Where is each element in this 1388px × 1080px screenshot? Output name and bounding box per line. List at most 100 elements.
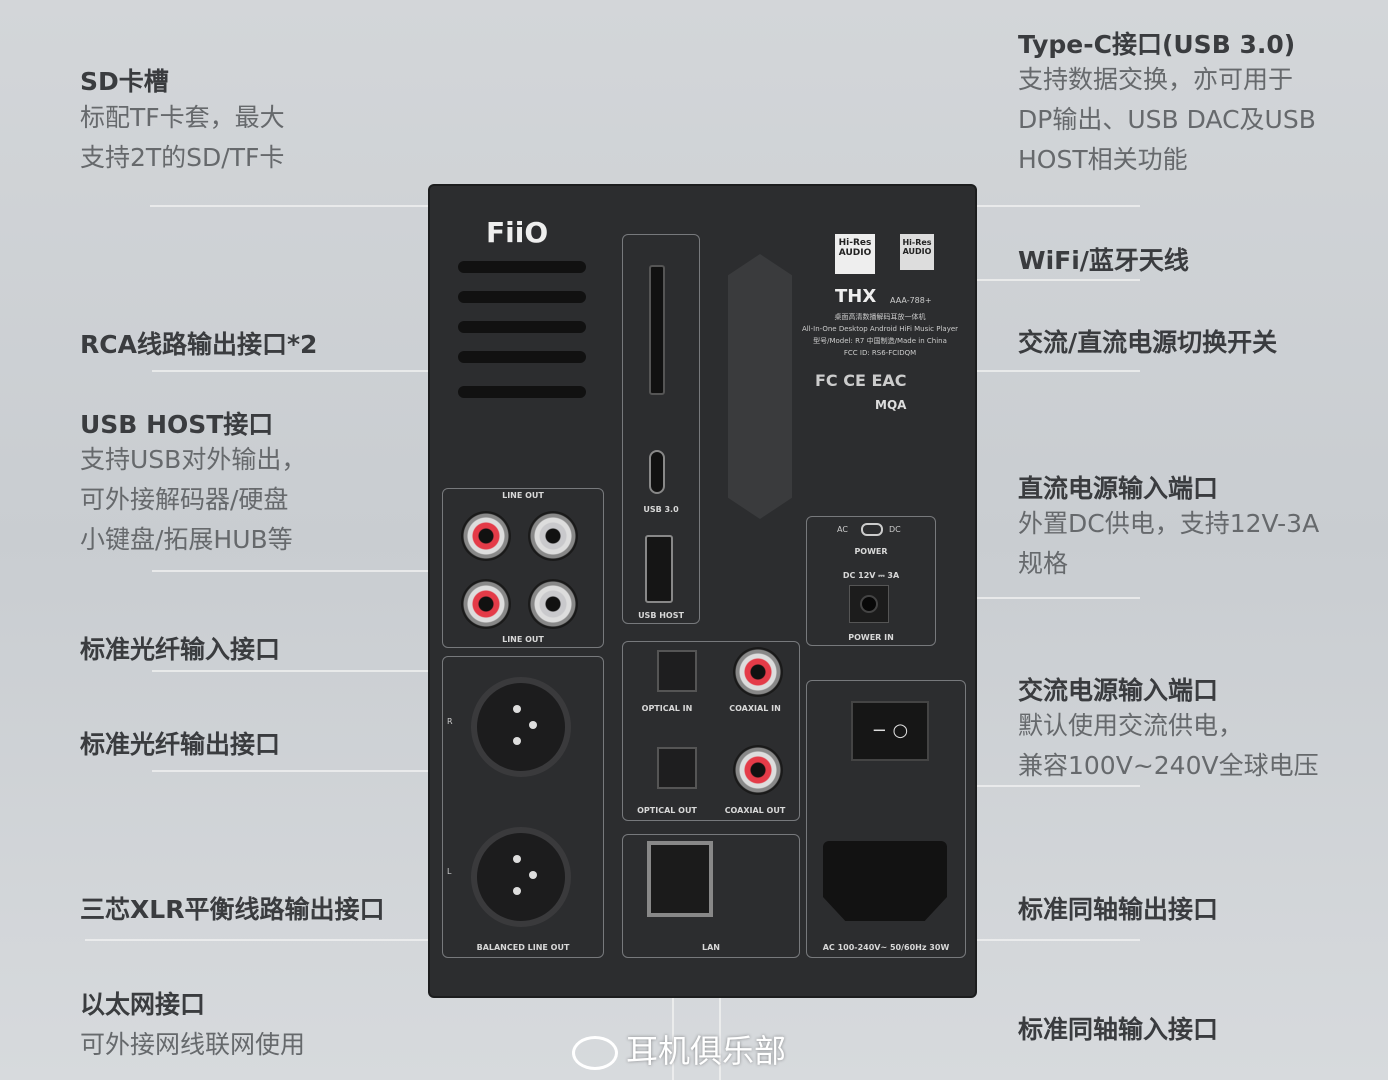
coaxial-out-port[interactable] xyxy=(733,745,783,795)
xlr-l-port[interactable] xyxy=(471,827,571,927)
ac-iec-socket[interactable] xyxy=(823,841,947,921)
desc-line: 兼容100V~240V全球电压 xyxy=(1018,751,1319,780)
label-ac-dc-switch: 交流/直流电源切换开关 xyxy=(1018,328,1278,357)
optical-in-label: OPTICAL IN xyxy=(641,704,693,713)
desc-line: 小键盘/拓展HUB等 xyxy=(80,525,293,554)
label-optical-in: 标准光纤输入接口 xyxy=(80,635,281,664)
hires-text: Hi-Res xyxy=(838,238,872,248)
desc-usb-host: 支持USB对外输出， 可外接解码器/硬盘小键盘/拓展HUB等 xyxy=(80,440,306,560)
r-label: R xyxy=(447,717,453,726)
desc-line: 规格 xyxy=(1018,549,1069,578)
vent xyxy=(458,386,586,398)
desc-sd-slot: 标配TF卡套，最大支持2T的SD/TF卡 xyxy=(80,98,285,178)
cert-marks: FC CE EAC xyxy=(815,371,907,390)
optical-out-label: OPTICAL OUT xyxy=(637,806,697,815)
desc-line: 支持USB对外输出， xyxy=(80,445,307,474)
desc-line: HOST相关功能 xyxy=(1018,145,1188,174)
coaxial-in-port[interactable] xyxy=(733,647,783,697)
line-out-label: LINE OUT xyxy=(502,491,544,500)
label-ac-input: 交流电源输入端口 xyxy=(1018,676,1219,705)
sd-card-slot[interactable] xyxy=(649,265,665,395)
label-ethernet: 以太网接口 xyxy=(80,990,206,1019)
desc-ethernet: 可外接网线联网使用 xyxy=(80,1025,305,1065)
label-rca: RCA线路输出接口*2 xyxy=(80,330,318,359)
mqa-logo: MQA xyxy=(875,398,907,412)
hires-audio: AUDIO xyxy=(902,247,932,256)
hires-audio: AUDIO xyxy=(838,248,872,258)
antenna xyxy=(728,254,792,519)
desc-line: 外置DC供电，支持12V-3A xyxy=(1018,509,1320,538)
lan-port[interactable] xyxy=(647,841,713,917)
optical-in-port[interactable] xyxy=(657,650,697,692)
vent xyxy=(458,261,586,273)
label-xlr: 三芯XLR平衡线路输出接口 xyxy=(80,895,385,924)
rca-line-out-r2[interactable] xyxy=(461,579,511,629)
label-coaxial-out: 标准同轴输出接口 xyxy=(1018,895,1219,924)
vent xyxy=(458,321,586,333)
usb-host-label: USB HOST xyxy=(638,611,684,620)
label-type-c: Type-C接口(USB 3.0) xyxy=(1018,30,1296,59)
desc-ac-input: 默认使用交流供电， 兼容100V~240V全球电压 xyxy=(1018,706,1319,786)
desc-line: 支持2T的SD/TF卡 xyxy=(80,143,285,172)
label-antenna: WiFi/蓝牙天线 xyxy=(1018,246,1189,275)
label-usb-host: USB HOST接口 xyxy=(80,410,274,439)
thx-code: AAA-788+ xyxy=(890,296,932,305)
label-coaxial-in: 标准同轴输入接口 xyxy=(1018,1015,1219,1044)
usb30-label: USB 3.0 xyxy=(643,505,679,514)
dc-input-jack[interactable] xyxy=(849,585,889,623)
rca-line-out-l2[interactable] xyxy=(528,579,578,629)
coaxial-in-label: COAXIAL IN xyxy=(729,704,781,713)
desc-line: 支持数据交换，亦可用于 xyxy=(1018,65,1294,94)
usb-host-port[interactable] xyxy=(645,535,673,603)
dc-rating: DC 12V ⎓ 3A xyxy=(842,571,900,580)
usb-c-port[interactable] xyxy=(649,450,665,494)
dc-label: DC xyxy=(889,525,901,534)
xlr-r-port[interactable] xyxy=(471,677,571,777)
power-rocker-switch[interactable]: − ○ xyxy=(851,701,929,761)
vent xyxy=(458,351,586,363)
ac-rating: AC 100-240V~ 50/60Hz 30W xyxy=(822,943,950,952)
balanced-panel: R L BALANCED LINE OUT xyxy=(442,656,604,958)
desc-line: 可外接网线联网使用 xyxy=(80,1030,306,1059)
info-line: 型号/Model: R7 中国制造/Made in China xyxy=(813,337,947,345)
label-sd-slot: SD卡槽 xyxy=(80,67,169,96)
balanced-label: BALANCED LINE OUT xyxy=(476,943,570,952)
rca-line-out-r1[interactable] xyxy=(461,511,511,561)
l-label: L xyxy=(447,867,452,876)
power-label: POWER xyxy=(854,547,888,556)
digital-io-panel: OPTICAL IN COAXIAL IN OPTICAL OUT COAXIA… xyxy=(622,641,800,821)
watermark-text: 耳机俱乐部 xyxy=(626,1032,787,1070)
desc-line: 标配TF卡套，最大 xyxy=(80,103,285,132)
thx-logo: THX xyxy=(835,286,877,307)
desc-line: 可外接解码器/硬盘 xyxy=(80,485,289,514)
power-in-label: POWER IN xyxy=(848,633,894,642)
vent xyxy=(458,291,586,303)
ac-panel: − ○ AC 100-240V~ 50/60Hz 30W xyxy=(806,680,966,958)
line-out-label: LINE OUT xyxy=(502,635,544,644)
info-line: FCC ID: RS6-FCIDQM xyxy=(843,349,917,357)
label-dc-input: 直流电源输入端口 xyxy=(1018,474,1219,503)
coaxial-out-label: COAXIAL OUT xyxy=(724,806,786,815)
lan-label: LAN xyxy=(702,943,720,952)
rca-line-out-l1[interactable] xyxy=(528,511,578,561)
fiio-logo: FiiO xyxy=(486,216,549,249)
desc-dc-input: 外置DC供电，支持12V-3A 规格 xyxy=(1018,504,1319,584)
label-optical-out: 标准光纤输出接口 xyxy=(80,730,281,759)
hires-text: Hi-Res xyxy=(902,238,932,247)
desc-line: 默认使用交流供电， xyxy=(1018,711,1244,740)
watermark: 耳机俱乐部 xyxy=(572,1026,786,1072)
ac-dc-switch[interactable] xyxy=(861,523,883,536)
ac-label: AC xyxy=(837,525,848,534)
optical-out-port[interactable] xyxy=(657,747,697,789)
line-out-panel: LINE OUT LINE OUT xyxy=(442,488,604,648)
weibo-icon xyxy=(572,1036,618,1070)
lan-panel: LAN xyxy=(622,834,800,958)
info-line: 桌面高清数播解码耳放一体机 xyxy=(834,313,926,321)
power-dc-panel: AC DC POWER DC 12V ⎓ 3A POWER IN xyxy=(806,516,936,646)
usb-panel: USB 3.0 USB HOST xyxy=(622,234,700,624)
